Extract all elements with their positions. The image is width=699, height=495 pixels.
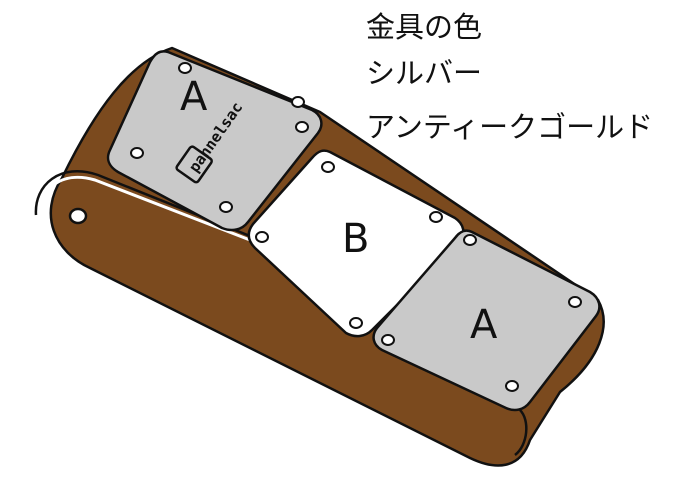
- color-option-silver: シルバー: [366, 56, 483, 90]
- panel-a-top: [106, 50, 323, 232]
- leather-fold-edge: [38, 175, 251, 242]
- leather-right-end: [514, 409, 528, 456]
- panel-label-bottom: A: [470, 302, 498, 348]
- color-option-antique-gold: アンティークゴールド: [366, 110, 654, 144]
- panel-label-middle: B: [342, 216, 369, 262]
- hardware-color-heading: 金具の色: [366, 10, 483, 44]
- panel-label-top: A: [180, 74, 208, 120]
- screws: [130, 62, 582, 392]
- rivet: [68, 207, 88, 225]
- panel-a-bottom: [372, 229, 601, 412]
- leather-fold-outline: [34, 170, 251, 238]
